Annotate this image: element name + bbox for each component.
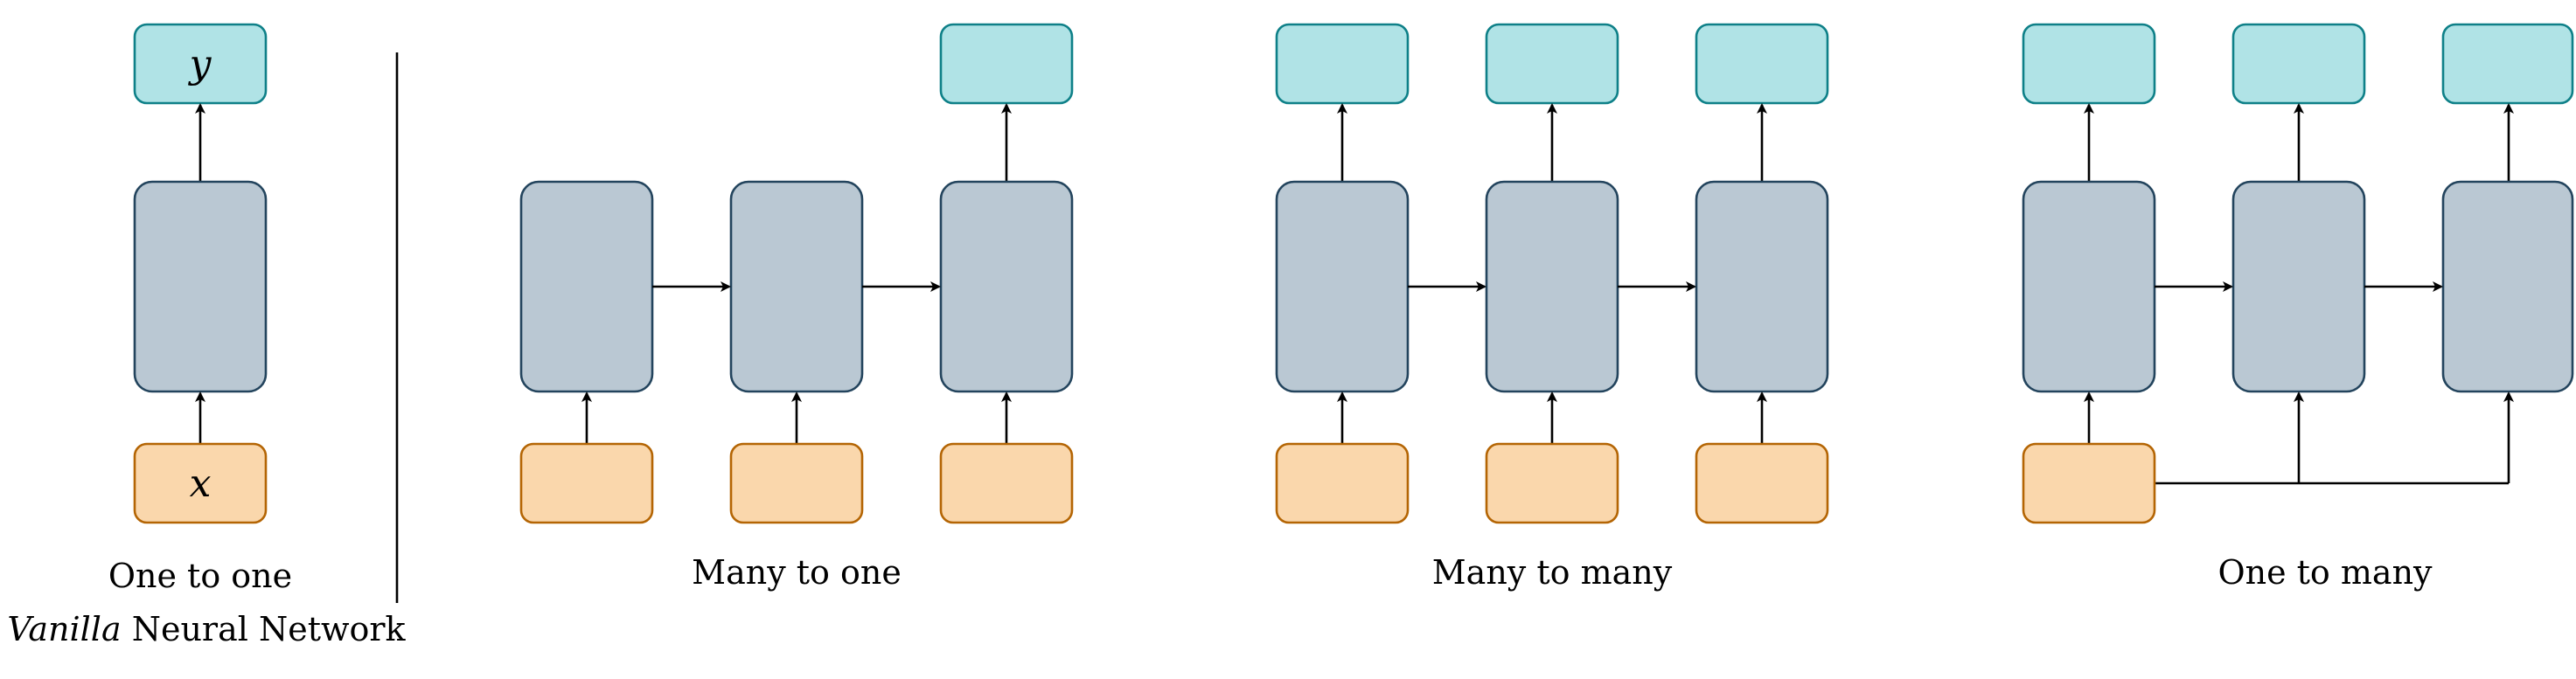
hidden-node [2022,180,2156,393]
panel-many-to-many: Many to many [1275,23,1829,592]
panel-one-to-many: One to many [2022,23,2574,592]
caption-vanilla-neural-network: Vanilla Neural Network [7,610,406,648]
input-node [133,442,268,524]
input-node [519,442,654,524]
caption-one-to-one: One to one [108,557,292,595]
input-node [1695,442,1829,524]
output-node [939,23,1074,105]
output-node [2022,23,2156,105]
input-node [2022,442,2156,524]
output-label: y [188,42,212,87]
input-label: x [190,461,212,506]
caption-one-to-many: One to many [2217,553,2433,592]
hidden-node [2231,180,2366,393]
output-node [1275,23,1410,105]
caption-many-to-one: Many to one [692,553,902,592]
input-node [939,442,1074,524]
hidden-node [519,180,654,393]
hidden-node [729,180,864,393]
hidden-node [1275,180,1410,393]
input-node [1275,442,1410,524]
hidden-node [133,180,268,393]
output-node [1485,23,1619,105]
output-node [1695,23,1829,105]
hidden-node [939,180,1074,393]
panel-one-to-one: y x One to one Vanilla Neural Network [7,23,407,648]
caption-many-to-many: Many to many [1432,553,1673,592]
input-node [1485,442,1619,524]
output-node [2231,23,2366,105]
hidden-node [1695,180,1829,393]
panel-many-to-one: Many to one [519,23,1074,592]
hidden-node [2441,180,2574,393]
input-node [729,442,864,524]
hidden-node [1485,180,1619,393]
output-node [2441,23,2574,105]
